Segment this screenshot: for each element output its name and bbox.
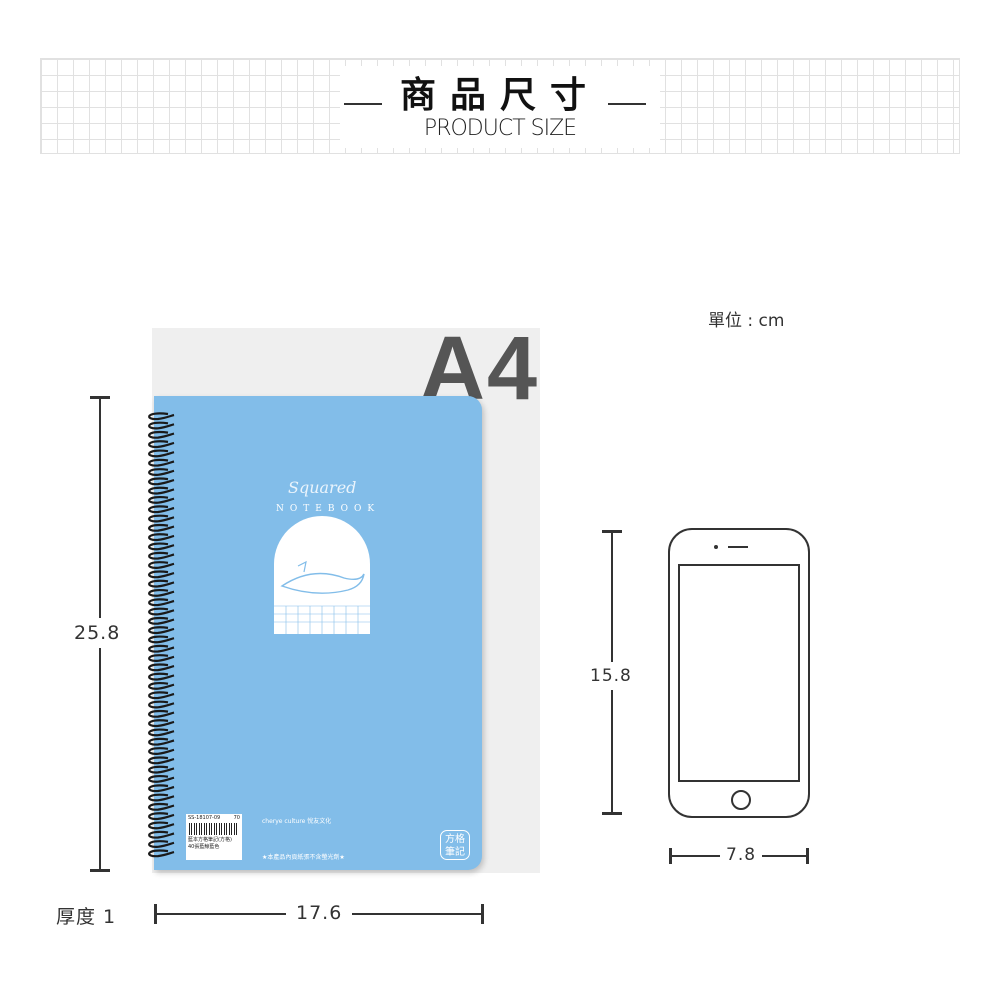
width-tick-right (481, 904, 484, 924)
brand-text: cherye culture 悅友文化 (262, 818, 332, 825)
spiral-coil (148, 821, 175, 830)
cover-art (274, 516, 370, 634)
unit-label: 單位 : cm (708, 311, 785, 331)
title-box (340, 66, 660, 148)
spiral-coil (148, 774, 175, 783)
spiral-coil (148, 514, 175, 523)
spiral-coil (148, 598, 175, 607)
spiral-coil (148, 430, 175, 439)
grid-badge: 方格筆記 (440, 830, 470, 860)
spiral-coil (148, 747, 175, 755)
width-label: 17.6 (286, 902, 353, 924)
spiral-coil (148, 765, 175, 774)
spiral-coil (148, 523, 175, 532)
spiral-coil (148, 737, 175, 746)
spiral-coil (148, 719, 175, 728)
phone-width-tick-right (806, 848, 809, 864)
spiral-coil (148, 533, 175, 542)
phone-width-label: 7.8 (720, 845, 763, 865)
spiral-coil (148, 626, 175, 635)
spiral-coil (148, 412, 175, 421)
spiral-coil (148, 840, 175, 848)
spiral-coil (148, 784, 175, 793)
spiral-coil (148, 551, 175, 560)
sticker-code: SS-18107-09 70 (188, 815, 240, 821)
spiral-coil (148, 486, 175, 495)
phone-home-button-icon (731, 790, 751, 810)
spiral-coil (148, 849, 175, 858)
spiral-coil (148, 570, 175, 579)
spiral-coil (148, 468, 175, 476)
phone-screen (678, 564, 800, 782)
spiral-coil (148, 495, 175, 504)
spiral-coil (148, 505, 175, 514)
phone-height-label: 15.8 (586, 662, 636, 690)
spiral-coil (148, 700, 175, 709)
spiral-coil (148, 709, 175, 718)
page-title: 商品尺寸 (399, 75, 600, 116)
spiral-coil (148, 421, 175, 430)
spiral-coil (148, 830, 175, 839)
spiral-coil (148, 663, 175, 672)
title-right-line (608, 103, 646, 105)
barcode (189, 823, 239, 835)
sticker-price: 70 (233, 815, 240, 821)
sticker-line1: 藍本方格筆記(方格) (188, 837, 232, 843)
phone-camera-icon (714, 545, 718, 549)
spiral-coil (148, 449, 175, 458)
spiral-coil (148, 561, 175, 569)
cover-arc-text: NOTEBOOK (276, 504, 381, 514)
spiral-coil (148, 477, 175, 486)
spiral-coil (148, 607, 175, 616)
spiral-coil (148, 458, 175, 467)
spiral-coil (148, 672, 175, 681)
spiral-coil (148, 579, 175, 588)
title-left-line (344, 103, 382, 105)
spiral-binding (148, 412, 175, 858)
page-subtitle: PRODUCT SIZE (423, 116, 577, 141)
thickness-label: 厚度 1 (56, 902, 117, 929)
phone-outline (668, 528, 810, 818)
sticker-line2: 40張藍鯨藍色 (188, 844, 220, 850)
spiral-coil (148, 812, 175, 821)
spiral-coil (148, 440, 175, 449)
spiral-coil (148, 681, 175, 690)
spiral-coil (148, 654, 175, 662)
spiral-coil (148, 728, 175, 737)
notice-text: ★本產品內頁紙張不含螢光劑★ (262, 854, 345, 861)
spiral-coil (148, 644, 175, 653)
phone-height-tick-bottom (602, 812, 622, 815)
spiral-coil (148, 616, 175, 625)
spiral-coil (148, 635, 175, 644)
spiral-coil (148, 542, 175, 551)
cover-script: Squared (288, 478, 357, 497)
spiral-coil (148, 756, 175, 765)
height-label: 25.8 (70, 618, 125, 648)
spiral-coil (148, 802, 175, 811)
spiral-coil (148, 793, 175, 802)
barcode-sticker: SS-18107-09 70 藍本方格筆記(方格) 40張藍鯨藍色 (186, 814, 242, 860)
height-tick-bottom (90, 869, 110, 872)
spiral-coil (148, 588, 175, 597)
spiral-coil (148, 691, 175, 700)
phone-speaker-icon (728, 546, 748, 548)
